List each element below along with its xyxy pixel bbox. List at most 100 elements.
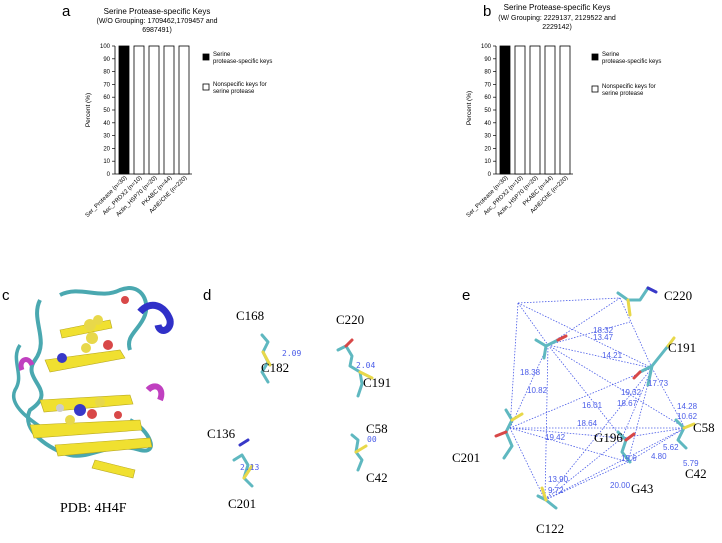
legend-label-serine-specific-line-2: protease-specific keys [602, 59, 661, 65]
bond-distance-label: 2.04 [356, 361, 375, 370]
bar [529, 45, 541, 175]
residue-label: C42 [685, 466, 707, 481]
residue-label: C201 [228, 496, 256, 511]
panel-e: e C220 C191 C58 C42 G43 G196 C201 C1 [452, 286, 715, 536]
legend-label-nonspecific-line-1: Nonspecific keys for [602, 84, 656, 90]
chart-a-subtitle-line-1: (W/O Grouping: 1709462,1709457 and [96, 18, 217, 25]
panel-letter-d: d [203, 287, 211, 304]
disulfide-bonds-image [232, 333, 374, 488]
y-tick-label: 10 [103, 159, 110, 165]
distance-network-image [509, 297, 686, 501]
bar [178, 45, 190, 175]
legend-swatch-nonspecific [202, 83, 210, 91]
distance-label: 4.80 [651, 452, 667, 461]
y-tick-label: 60 [103, 95, 110, 101]
distance-label: 5.62 [663, 443, 679, 452]
y-tick-label: 50 [484, 108, 491, 114]
y-tick-label: 60 [484, 95, 491, 101]
bar [559, 45, 571, 175]
bond-distance-label: 00 [367, 435, 377, 444]
y-tick-label: 80 [103, 70, 110, 76]
chart-panel-b: b Serine Protease-specific Keys (W/ Grou… [466, 3, 662, 219]
pdb-caption: PDB: 4H4F [60, 501, 127, 516]
distance-label: 19.42 [545, 433, 566, 442]
residue-sticks-image [494, 286, 696, 510]
bar [133, 45, 145, 175]
residue-label: C201 [452, 450, 480, 465]
y-tick-label: 40 [103, 121, 110, 127]
chart-b-subtitle-line-1: (W/ Grouping: 2229137, 2129522 and [498, 15, 616, 22]
distance-label: 13.90 [548, 475, 569, 484]
residue-label: C191 [668, 340, 696, 355]
y-tick-label: 70 [103, 82, 110, 88]
legend-label-serine-specific-line-1: Serine [213, 52, 231, 58]
y-tick-label: 30 [484, 134, 491, 140]
y-tick-label: 40 [484, 121, 491, 127]
panel-c: c PDB: 4H4F [2, 286, 174, 516]
y-tick-label: 80 [484, 70, 491, 76]
distance-label: 9.72 [548, 486, 564, 495]
protein-cartoon-image [11, 286, 174, 479]
bond-distance-label: 2.13 [240, 463, 259, 472]
bar [148, 45, 160, 175]
legend-swatch-serine-specific [591, 53, 599, 61]
bar [118, 45, 130, 175]
legend-swatch-serine-specific [202, 53, 210, 61]
residue-label: C42 [366, 470, 388, 485]
y-tick-label: 70 [484, 82, 491, 88]
y-tick-label: 100 [481, 44, 492, 50]
bar [499, 45, 511, 175]
distance-label: 14.28 [677, 402, 698, 411]
chart-b-title: Serine Protease-specific Keys [504, 3, 611, 12]
bar [544, 45, 556, 175]
residue-label: G196 [594, 430, 623, 445]
distance-label: 17.73 [648, 379, 669, 388]
bond-distance-label: 2.09 [282, 349, 301, 358]
residue-label: G43 [631, 481, 653, 496]
legend-label-nonspecific-line-1: Nonspecific keys for [213, 82, 267, 88]
chart-a-ylabel: Percent (%) [85, 93, 92, 127]
y-tick-label: 100 [100, 44, 111, 50]
distance-label: 14.21 [602, 351, 623, 360]
distance-label: 18.67 [617, 399, 638, 408]
panel-letter-a: a [62, 3, 71, 20]
y-tick-label: 90 [103, 57, 110, 63]
legend-label-nonspecific-line-2: serine protease [602, 91, 644, 97]
distance-label: 10.82 [527, 386, 548, 395]
y-tick-label: 20 [103, 146, 110, 152]
residue-label: C168 [236, 308, 264, 323]
distance-label: 18.64 [577, 419, 598, 428]
distance-label: 19.32 [621, 388, 642, 397]
distance-label: 20.00 [610, 481, 631, 490]
chart-a-legend: Serine protease-specific keys Nonspecifi… [202, 52, 272, 95]
legend-label-nonspecific-line-2: serine protease [213, 89, 255, 95]
residue-label: C58 [366, 421, 388, 436]
bar [514, 45, 526, 175]
y-tick-label: 30 [103, 134, 110, 140]
y-tick-label: 0 [107, 172, 111, 178]
residue-label: C58 [693, 420, 715, 435]
distance-label: 18.32 [593, 326, 614, 335]
chart-panel-a: a Serine Protease-specific Keys (W/O Gro… [62, 3, 272, 219]
residue-label: C220 [664, 288, 692, 303]
residue-label: C122 [536, 521, 564, 536]
y-tick-label: 20 [484, 146, 491, 152]
distance-label: 10.62 [677, 412, 698, 421]
chart-b-ylabel: Percent (%) [466, 91, 473, 125]
legend-label-serine-specific-line-1: Serine [602, 52, 620, 58]
distance-label: 18.38 [520, 368, 541, 377]
chart-a-title: Serine Protease-specific Keys [104, 7, 211, 16]
chart-b-legend: Serine protease-specific keys Nonspecifi… [591, 52, 661, 97]
residue-label: C191 [363, 375, 391, 390]
distance-label: 19.6 [621, 454, 637, 463]
y-tick-label: 90 [484, 57, 491, 63]
distance-label: 13.47 [593, 333, 614, 342]
y-tick-label: 0 [488, 172, 492, 178]
panel-letter-b: b [483, 3, 491, 20]
legend-swatch-nonspecific [591, 85, 599, 93]
panel-letter-c: c [2, 287, 10, 304]
residue-label: C136 [207, 426, 236, 441]
